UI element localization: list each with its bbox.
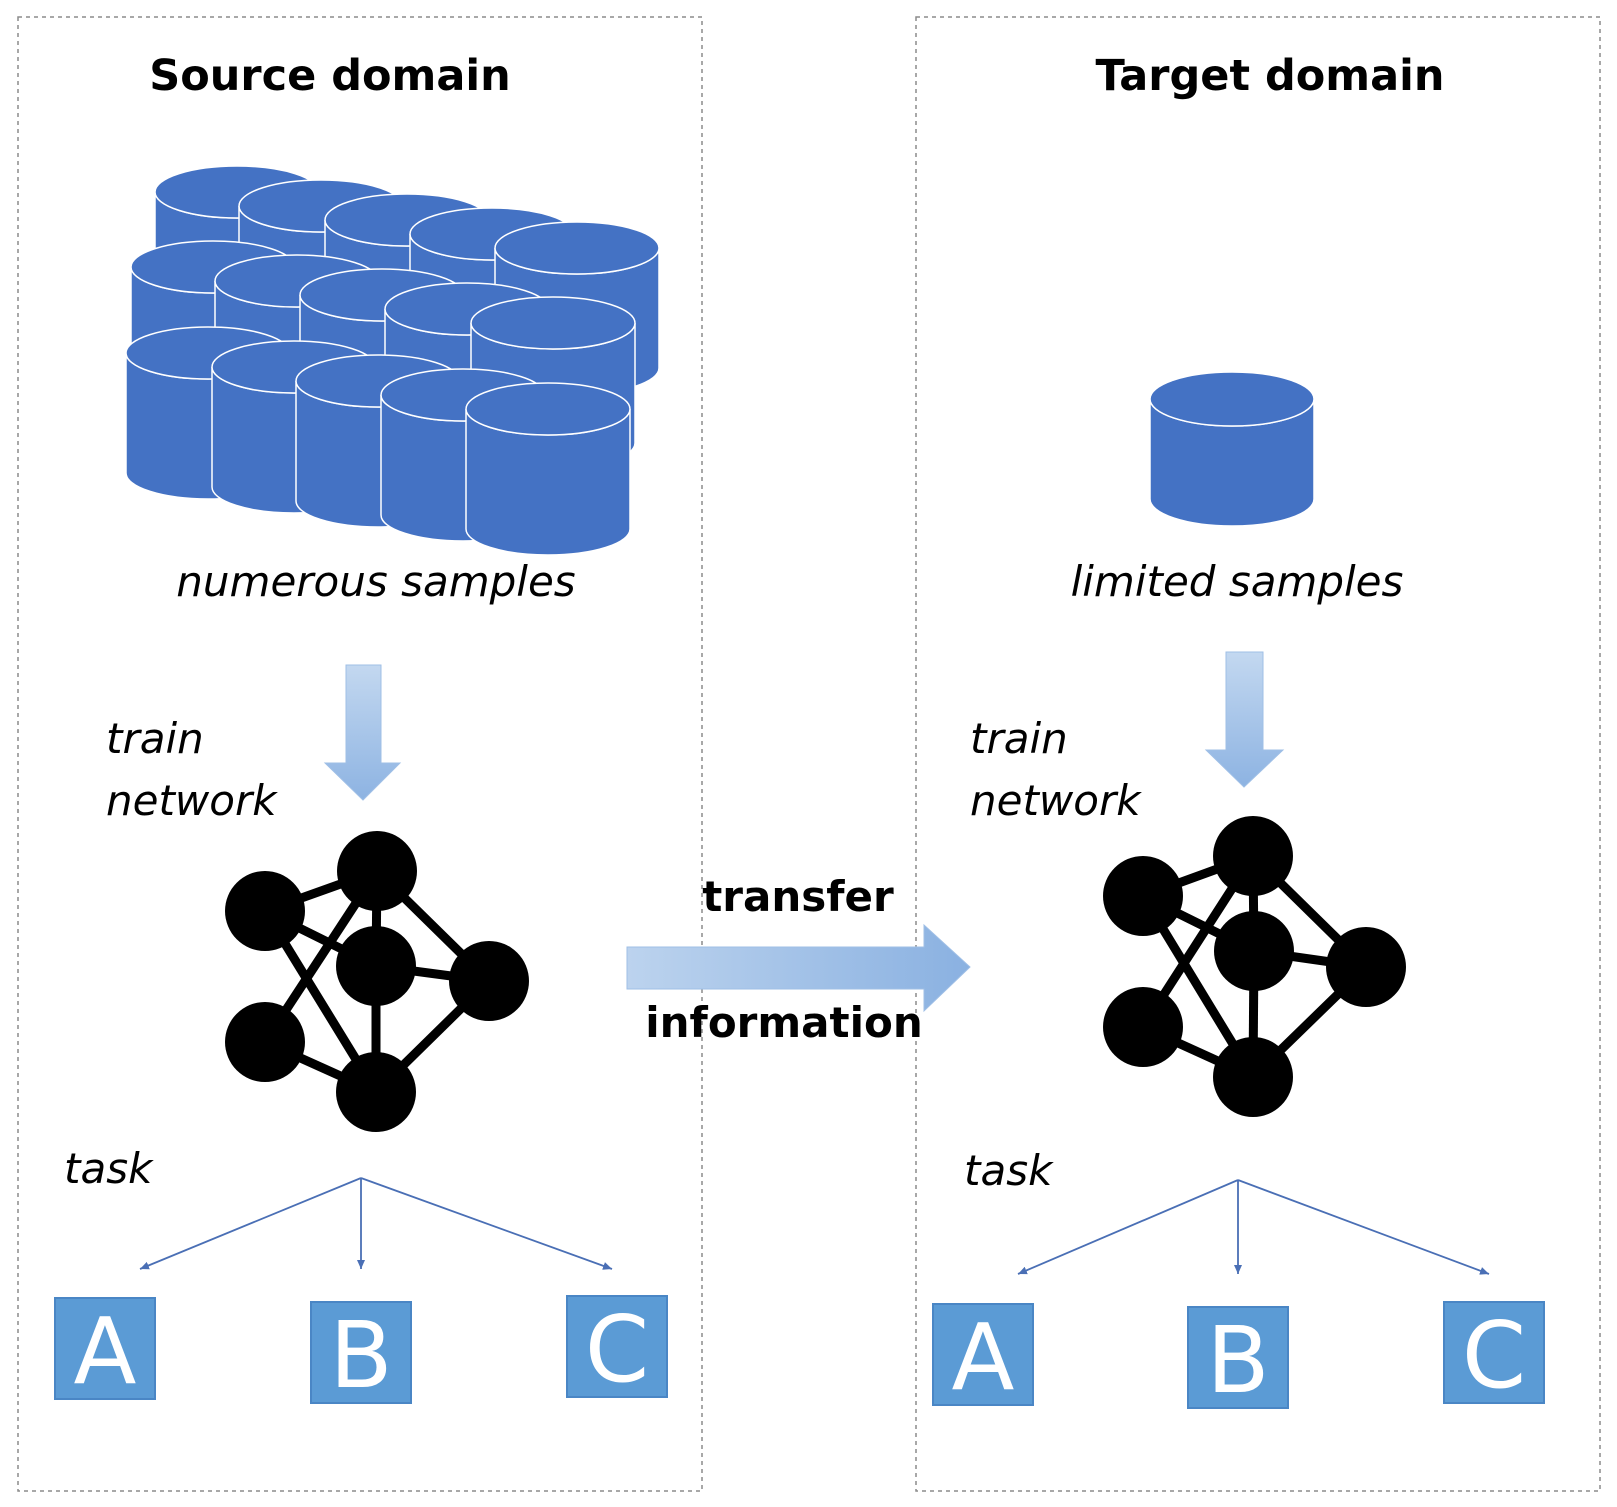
transfer-right-arrow-icon: [626, 923, 971, 1013]
task-branch-arrows: A B C: [54, 1177, 668, 1409]
target-branch-arrow-0: [1017, 1179, 1239, 1275]
network-node-2: [1214, 911, 1294, 991]
target-task-output-a: A: [952, 1304, 1015, 1411]
information-label: information: [645, 998, 922, 1047]
source-domain-panel: [17, 16, 703, 1492]
database-icon-2-4: [465, 382, 631, 556]
database-icon: [1149, 371, 1315, 527]
target-down-arrow-icon: [1204, 651, 1285, 788]
network-node-5: [225, 1002, 305, 1082]
target-task-output-b: B: [1206, 1307, 1269, 1414]
source-task-box-b: [310, 1301, 412, 1404]
network-node-4: [1213, 1037, 1293, 1117]
neural-network-icon: [225, 831, 529, 1132]
source-network-label: network: [106, 776, 278, 825]
source-branch-arrow-2: [360, 1177, 613, 1270]
target-domain-panel: [915, 16, 1601, 1492]
neural-network-icon: [1103, 816, 1406, 1117]
target-branch-arrow-2: [1237, 1179, 1490, 1275]
transfer-label: transfer: [702, 872, 894, 921]
network-node-1: [1213, 816, 1293, 896]
network-node-4: [336, 1052, 416, 1132]
network-node-3: [449, 941, 529, 1021]
source-samples-label: numerous samples: [176, 557, 575, 606]
source-train-label: train: [106, 714, 204, 763]
target-task-box-c: [1443, 1301, 1545, 1404]
network-node-0: [225, 871, 305, 951]
source-task-box-a: [54, 1297, 156, 1400]
target-train-label: train: [970, 714, 1068, 763]
source-task-output-b: B: [329, 1302, 392, 1409]
network-node-5: [1103, 987, 1183, 1067]
network-node-2: [336, 926, 416, 1006]
target-task-label: task: [964, 1146, 1054, 1195]
target-task-box-b: [1187, 1306, 1289, 1409]
source-task-output-c: C: [585, 1296, 649, 1403]
network-node-0: [1103, 856, 1183, 936]
source-task-output-a: A: [74, 1298, 137, 1405]
target-task-box-a: [932, 1303, 1034, 1406]
target-task-output-c: C: [1462, 1302, 1526, 1409]
database-stack-icon: [125, 165, 660, 556]
source-task-box-c: [566, 1295, 668, 1398]
task-branch-arrows: A B C: [932, 1179, 1545, 1414]
target-domain-title: Target domain: [1096, 51, 1445, 101]
network-node-3: [1326, 927, 1406, 1007]
network-node-1: [337, 831, 417, 911]
target-samples-label: limited samples: [1071, 557, 1404, 606]
database-cylinder: [1149, 371, 1315, 527]
source-domain-title: Source domain: [149, 51, 510, 101]
target-network-label: network: [970, 776, 1142, 825]
source-down-arrow-icon: [323, 664, 402, 801]
source-task-label: task: [64, 1144, 154, 1193]
source-branch-arrow-0: [139, 1177, 362, 1270]
